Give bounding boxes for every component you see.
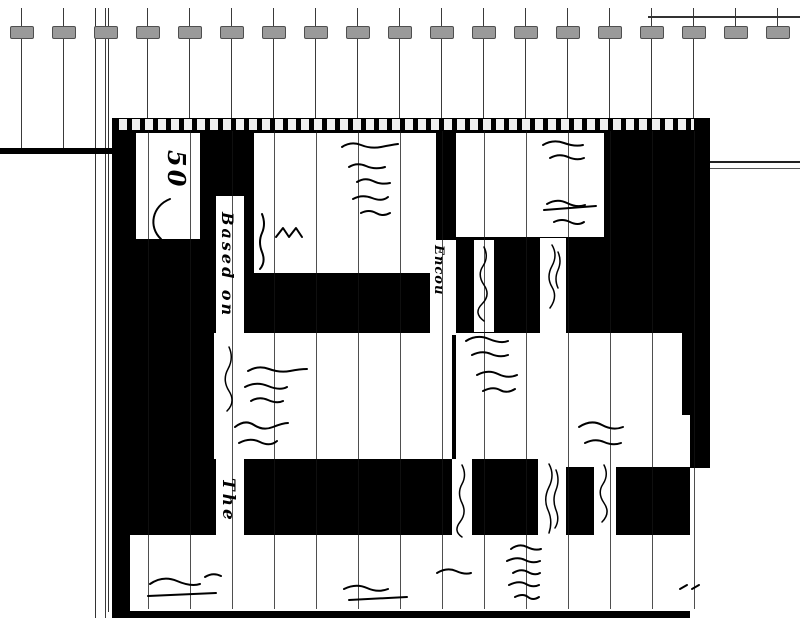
binding-wire-line [483, 8, 484, 120]
patch-strip-encou [430, 240, 456, 335]
binding-tab [472, 26, 496, 39]
notebook-rule-line [358, 131, 359, 609]
left-margin-bar [0, 148, 112, 154]
binding-wire-line [609, 8, 610, 120]
binding-tab [10, 26, 34, 39]
margin-note-mid-text: Encou [431, 245, 446, 296]
left-ruled-line-2 [108, 8, 109, 612]
binding-tab [388, 26, 412, 39]
binding-wire-line [189, 8, 190, 120]
binding-tab [556, 26, 580, 39]
figure-number-text: 50 [162, 150, 191, 190]
binding-tab [724, 26, 748, 39]
top-right-rule [648, 16, 800, 18]
binding-tab [514, 26, 538, 39]
notebook-rule-line [610, 131, 611, 609]
notebook-rule-line [484, 131, 485, 609]
right-rule-upper [704, 161, 800, 163]
binding-tab [430, 26, 454, 39]
patch-mid-left [214, 333, 452, 459]
binding-tab [304, 26, 328, 39]
binding-wire-line [231, 8, 232, 120]
binding-tab [262, 26, 286, 39]
binding-tab [640, 26, 664, 39]
binding-wire-line [147, 8, 148, 120]
notebook-rule-line [190, 131, 191, 609]
binding-tab [94, 26, 118, 39]
patch-bottom-band [130, 535, 690, 611]
binding-tab [52, 26, 76, 39]
binding-wire-line [651, 8, 652, 120]
margin-note-bottom-text: The [218, 478, 238, 523]
binding-wire-line [357, 8, 358, 120]
binding-wire-line [21, 8, 22, 152]
binding-wire-line [567, 8, 568, 120]
binding-wire-line [525, 8, 526, 120]
binding-wire-line [399, 8, 400, 120]
patch-right-note [566, 415, 690, 467]
binding-wire-line [105, 8, 106, 618]
notebook-rule-line [316, 131, 317, 609]
notebook-rule-line [442, 131, 443, 609]
notebook-rule-line [274, 131, 275, 609]
binding-wire-line [273, 8, 274, 120]
patch-strip-4 [452, 459, 472, 545]
left-ruled-line-1 [95, 8, 96, 618]
notebook-rule-line [568, 131, 569, 609]
patch-top-right [456, 133, 604, 237]
binding-wire-line [315, 8, 316, 120]
binding-tab [598, 26, 622, 39]
notebook-rule-line [694, 131, 695, 609]
binding-wire-line [693, 8, 694, 120]
patch-strip-6 [594, 459, 616, 545]
right-rule-lower [706, 168, 800, 169]
binding-wire-line [777, 8, 778, 34]
binding-tab [136, 26, 160, 39]
binding-tab [682, 26, 706, 39]
binding-wire-line [735, 8, 736, 34]
margin-note-top-text: Based on [218, 212, 237, 319]
patch-strip-3 [540, 238, 566, 334]
notebook-rule-line [232, 131, 233, 609]
perforation-strip [114, 119, 694, 130]
notebook-rule-line [526, 131, 527, 609]
binding-wire-line [63, 8, 64, 152]
notebook-rule-line [148, 131, 149, 609]
binding-wire-line [441, 8, 442, 120]
patch-top-mid [254, 133, 436, 273]
binding-tab [178, 26, 202, 39]
binding-tab [220, 26, 244, 39]
binding-tab [766, 26, 790, 39]
binding-tab [346, 26, 370, 39]
notebook-rule-line [652, 131, 653, 609]
notebook-rule-line [400, 131, 401, 609]
